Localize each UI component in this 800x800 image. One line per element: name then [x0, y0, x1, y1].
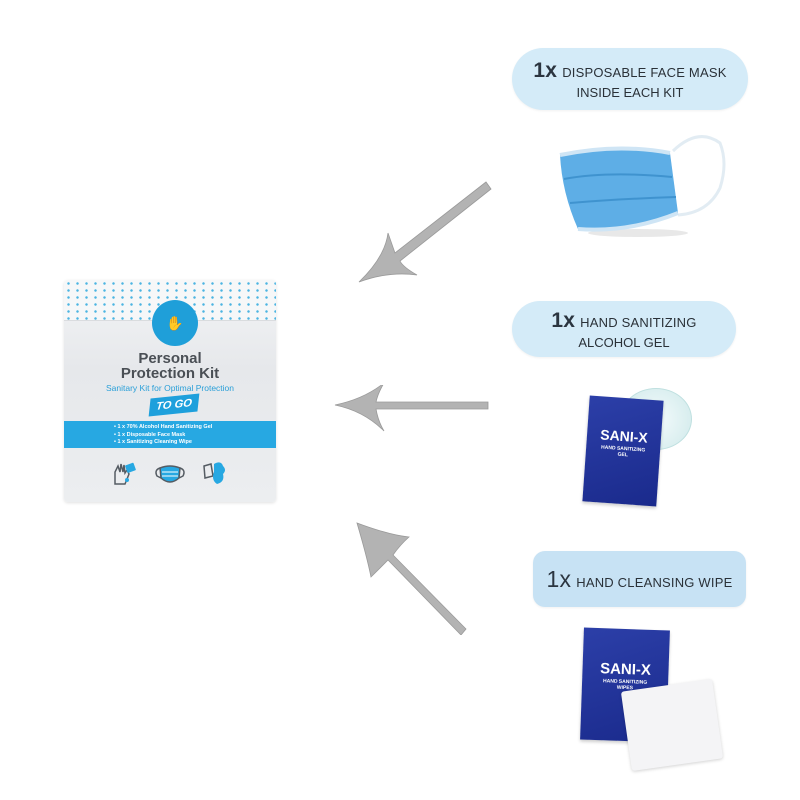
quantity: 1x	[533, 58, 558, 82]
wipe-icon	[203, 462, 226, 484]
kit-logo-icon: ✋	[152, 300, 198, 346]
kit-subtitle: Sanitary Kit for Optimal Protection	[105, 383, 235, 393]
quantity: 1x	[546, 565, 572, 592]
kit-content-item: • 1 x Sanitizing Cleaning Wipe	[114, 439, 192, 445]
protection-kit-pouch: ✋ Personal Protection Kit Sanitary Kit f…	[64, 280, 276, 502]
hand-sanitizer-icon	[113, 462, 136, 485]
to-go-badge: TO GO	[148, 393, 200, 417]
face-mask-image	[559, 135, 726, 237]
callout-label: DISPOSABLE FACE MASK	[562, 64, 727, 80]
kit-content-item: • 1 x 70% Alcohol Hand Sanitizing Gel	[114, 424, 213, 430]
quantity: 1x	[551, 308, 576, 332]
wipe-cloth	[620, 678, 724, 772]
arrow-from-wipe-icon	[356, 522, 467, 635]
arrow-from-mask-icon	[358, 181, 492, 283]
arrow-from-gel-icon	[334, 385, 489, 432]
kit-content-item: • 1 x Disposable Face Mask	[114, 431, 186, 438]
callout-sublabel: ALCOHOL GEL	[578, 334, 670, 350]
kit-title: Personal Protection Kit	[120, 350, 220, 382]
callout-sublabel: INSIDE EACH KIT	[576, 84, 684, 100]
kit-contents-band: • 1 x 70% Alcohol Hand Sanitizing Gel • …	[64, 421, 276, 448]
face-mask-icon	[155, 465, 185, 483]
callout-label: HAND CLEANSING WIPE	[576, 574, 733, 590]
callout-label: HAND SANITIZING	[580, 314, 697, 330]
